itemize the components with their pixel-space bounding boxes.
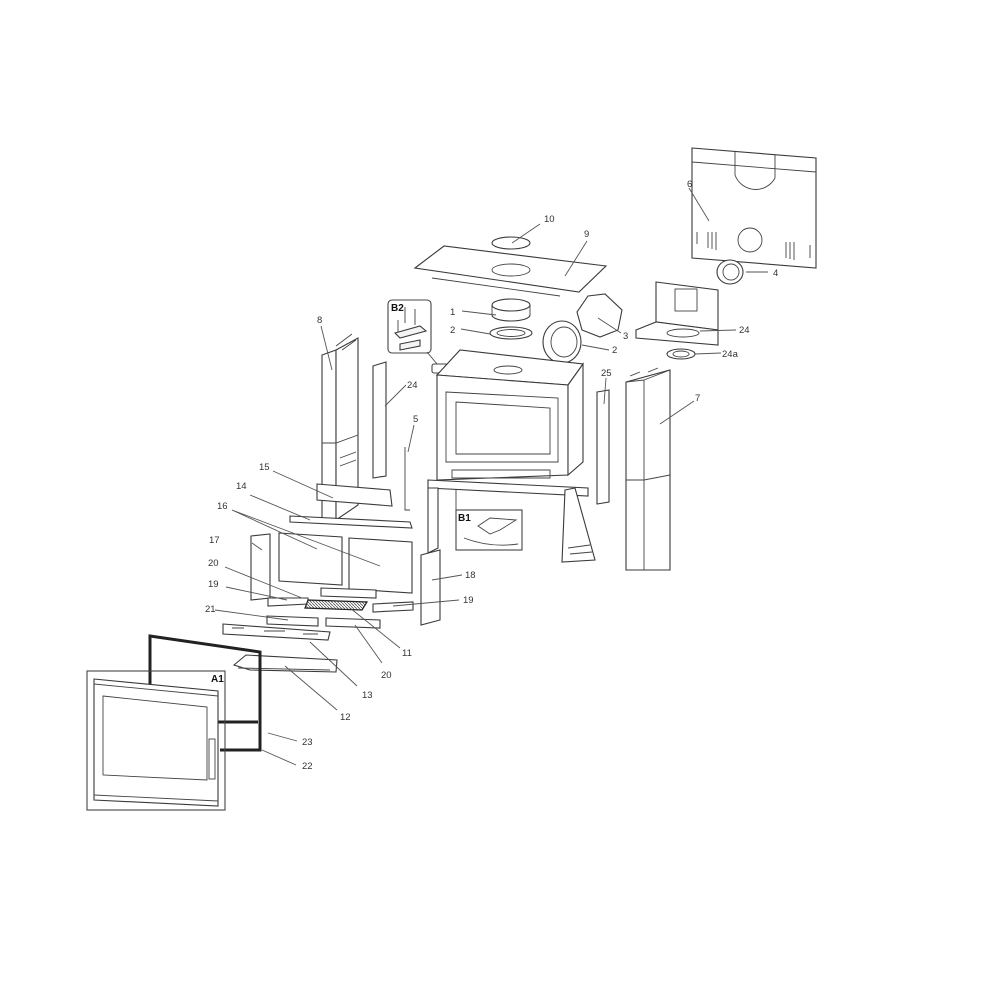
firebox-body [435,349,584,481]
label-part-17: 17 [209,535,220,546]
part-20-floor-brick-lower [325,617,381,629]
label-part-10: 10 [544,214,555,225]
part-4-collar [716,259,744,285]
label-part-18: 18 [465,570,476,581]
label-part-25: 25 [601,368,612,379]
label-part-21: 21 [205,604,216,615]
label-part-6: 6 [687,179,692,190]
label-part-3: 3 [623,331,628,342]
part-25-side-strip [596,389,610,505]
label-part-15: 15 [259,462,270,473]
part-2-ring-rear [542,320,582,364]
stove-legs [427,479,596,563]
callout-label-b1: B1 [458,513,471,524]
callout-label-b2: B2 [391,303,404,314]
part-11-grate [304,599,369,611]
label-part-20-lower: 20 [381,670,392,681]
label-part-5: 5 [413,414,418,425]
label-part-13: 13 [362,690,373,701]
part-9-top-plate [413,245,608,297]
label-part-24-left: 24 [407,380,418,391]
part-18-side-brick-right [420,549,441,626]
label-part-24-top: 24 [739,325,750,336]
label-part-9: 9 [584,229,589,240]
label-part-12: 12 [340,712,351,723]
part-3-plate [576,293,623,338]
label-part-7: 7 [695,393,700,404]
part-1-flue-spigot [491,298,531,322]
part-19-floor-brick-right [372,601,414,613]
part-21-floor-brick [266,615,319,627]
label-part-1: 1 [450,307,455,318]
label-part-2-rear: 2 [612,345,617,356]
callout-a1-inset [86,670,226,811]
callout-b1-inset [455,490,523,551]
label-part-22: 22 [302,761,313,772]
label-part-2: 2 [450,325,455,336]
part-6-rear-shield [691,147,817,269]
label-part-20-upper: 20 [208,558,219,569]
leader-lines [214,187,768,766]
label-part-8: 8 [317,315,322,326]
part-24-side-strip [372,361,387,479]
label-part-24a: 24a [722,349,739,360]
label-part-19-left: 19 [208,579,219,590]
part-8-rear-column [321,333,359,522]
part-20-floor-brick [320,587,377,599]
label-part-14: 14 [236,481,247,492]
part-15-baffle [316,483,393,507]
label-part-4: 4 [773,268,778,279]
label-part-16: 16 [217,501,228,512]
part-labels: 10 9 1 2 3 2 6 4 24 24a 25 7 8 24 5 15 1… [205,179,778,772]
part-12-ash-pan [232,654,338,673]
part-16-back-bricks [278,532,413,594]
part-19-floor-brick-left [267,597,309,607]
part-2-ring [489,326,533,340]
label-part-19-right: 19 [463,595,474,606]
part-14-baffle-bar [289,515,413,529]
part-5-rod [404,447,410,511]
part-10-cover-disc [491,236,531,250]
label-part-11: 11 [402,648,412,659]
label-part-23: 23 [302,737,313,748]
part-7-side-panel [625,367,671,571]
callout-label-a1: A1 [211,674,224,685]
part-24a-gasket [666,348,696,360]
part-24-top-plate [635,281,719,346]
part-13-front-bar [222,623,331,641]
